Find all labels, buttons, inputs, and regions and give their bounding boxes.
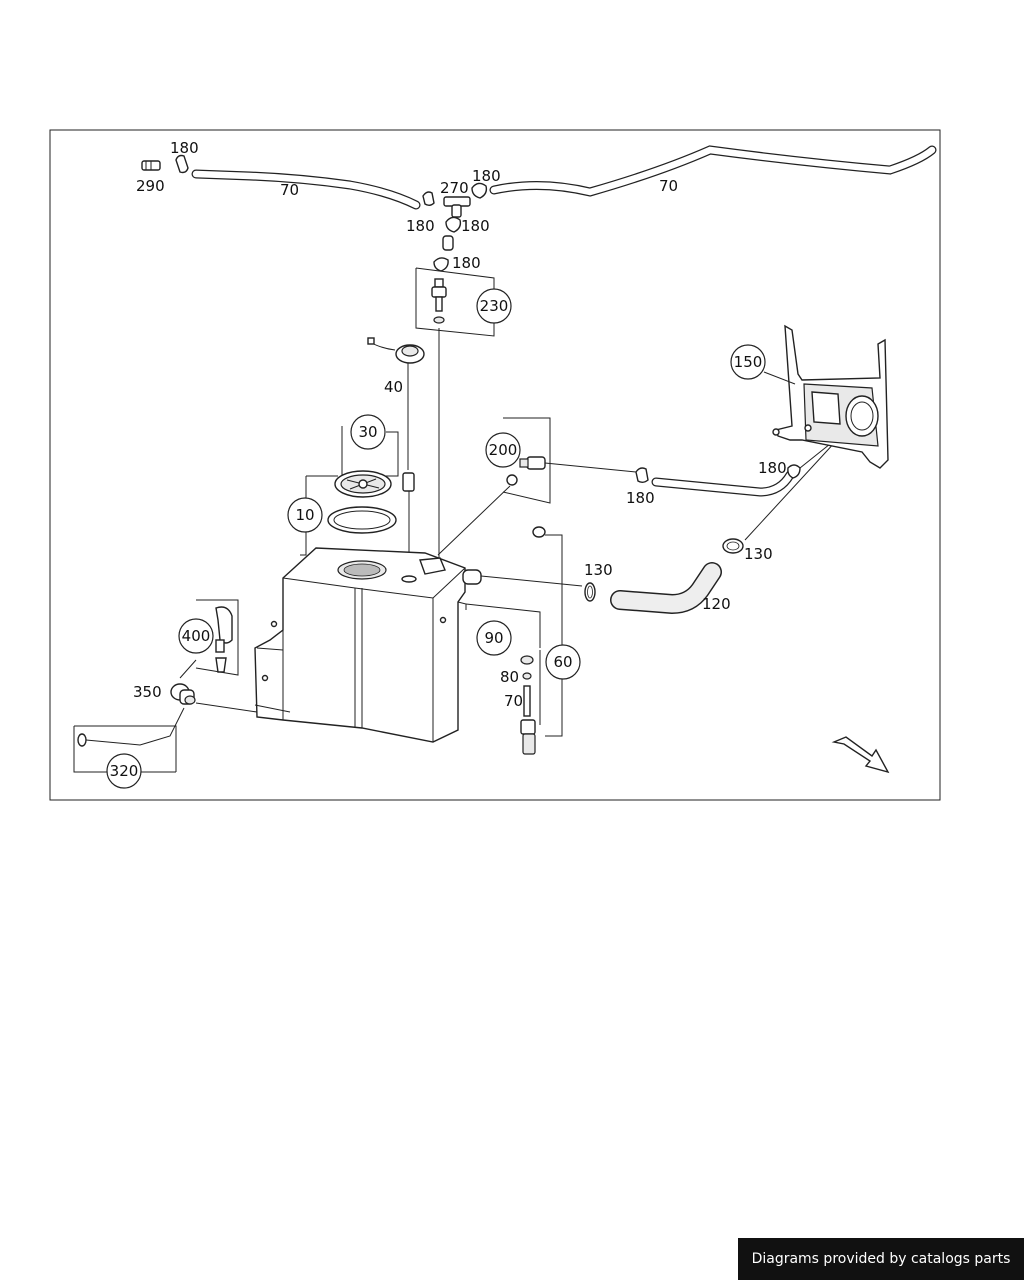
callout-60: 60 [545,644,581,680]
level-sensor-40[interactable] [395,344,425,492]
pump-60[interactable] [520,685,536,755]
label-180-top-left: 180 [170,139,199,157]
clip-180-mid-b[interactable] [433,257,449,272]
label-130-left: 130 [584,561,613,579]
label-180-top-mid: 180 [472,167,501,185]
footer-credit: Diagrams provided by catalogs parts [738,1238,1024,1280]
svg-text:150: 150 [734,353,763,371]
gasket-10[interactable] [327,506,397,534]
label-120: 120 [702,595,731,613]
label-130-right: 130 [744,545,773,563]
label-180-left-mid: 180 [406,217,435,235]
filler-bracket-150[interactable] [772,324,889,469]
label-180-right-b: 180 [758,459,787,477]
label-70-lower: 70 [504,692,523,710]
hose-piece-short[interactable] [442,235,454,251]
callout-90: 90 [476,620,512,656]
label-40: 40 [384,378,403,396]
grommet-90[interactable] [520,655,534,665]
callout-30: 30 [350,414,386,450]
label-180-mid-a: 180 [461,217,490,235]
clip-180-mid-a[interactable] [445,216,462,233]
hose-70-right[interactable] [489,145,937,197]
clip-180-right-a[interactable] [635,467,649,483]
t-connector-270[interactable] [422,191,471,218]
callout-320: 320 [106,753,142,789]
label-70-left: 70 [280,181,299,199]
svg-text:10: 10 [295,506,314,524]
washer-tank[interactable] [254,547,482,743]
callout-200: 200 [485,432,521,468]
clamp-130-right[interactable] [722,538,744,554]
hose-nozzle-line[interactable] [651,470,795,497]
filler-hose-120[interactable] [610,562,722,615]
clamp-130-left[interactable] [584,582,596,602]
callout-400: 400 [178,618,214,654]
callout-150: 150 [730,344,766,380]
connector-290[interactable] [141,160,161,171]
diagram-frame [49,129,941,801]
label-180-right-a: 180 [626,489,655,507]
label-70-right: 70 [659,177,678,195]
cap-top-60[interactable] [532,526,546,538]
svg-text:200: 200 [489,441,518,459]
label-290: 290 [136,177,165,195]
svg-text:320: 320 [110,762,139,780]
hose-70-left[interactable] [191,169,421,210]
clip-180-right-b[interactable] [787,464,801,479]
bracket-400[interactable] [215,606,233,673]
clip-180-top-left[interactable] [175,154,189,174]
direction-arrow [831,736,890,774]
cable-320[interactable] [77,707,185,747]
svg-text:30: 30 [358,423,377,441]
callout-10: 10 [287,497,323,533]
label-270: 270 [440,179,469,197]
seal-80[interactable] [522,672,532,680]
footer-text: Diagrams provided by catalogs parts [751,1251,1011,1267]
grommet-350[interactable] [170,683,196,705]
svg-text:400: 400 [182,627,211,645]
label-80: 80 [500,668,519,686]
clip-180-top-mid[interactable] [471,182,488,199]
valve-230[interactable] [431,278,447,324]
label-180-mid-b: 180 [452,254,481,272]
svg-text:60: 60 [553,653,572,671]
callout-230: 230 [476,288,512,324]
svg-text:230: 230 [480,297,509,315]
sieve-30[interactable] [334,470,392,498]
svg-text:90: 90 [484,629,503,647]
label-350: 350 [133,683,162,701]
